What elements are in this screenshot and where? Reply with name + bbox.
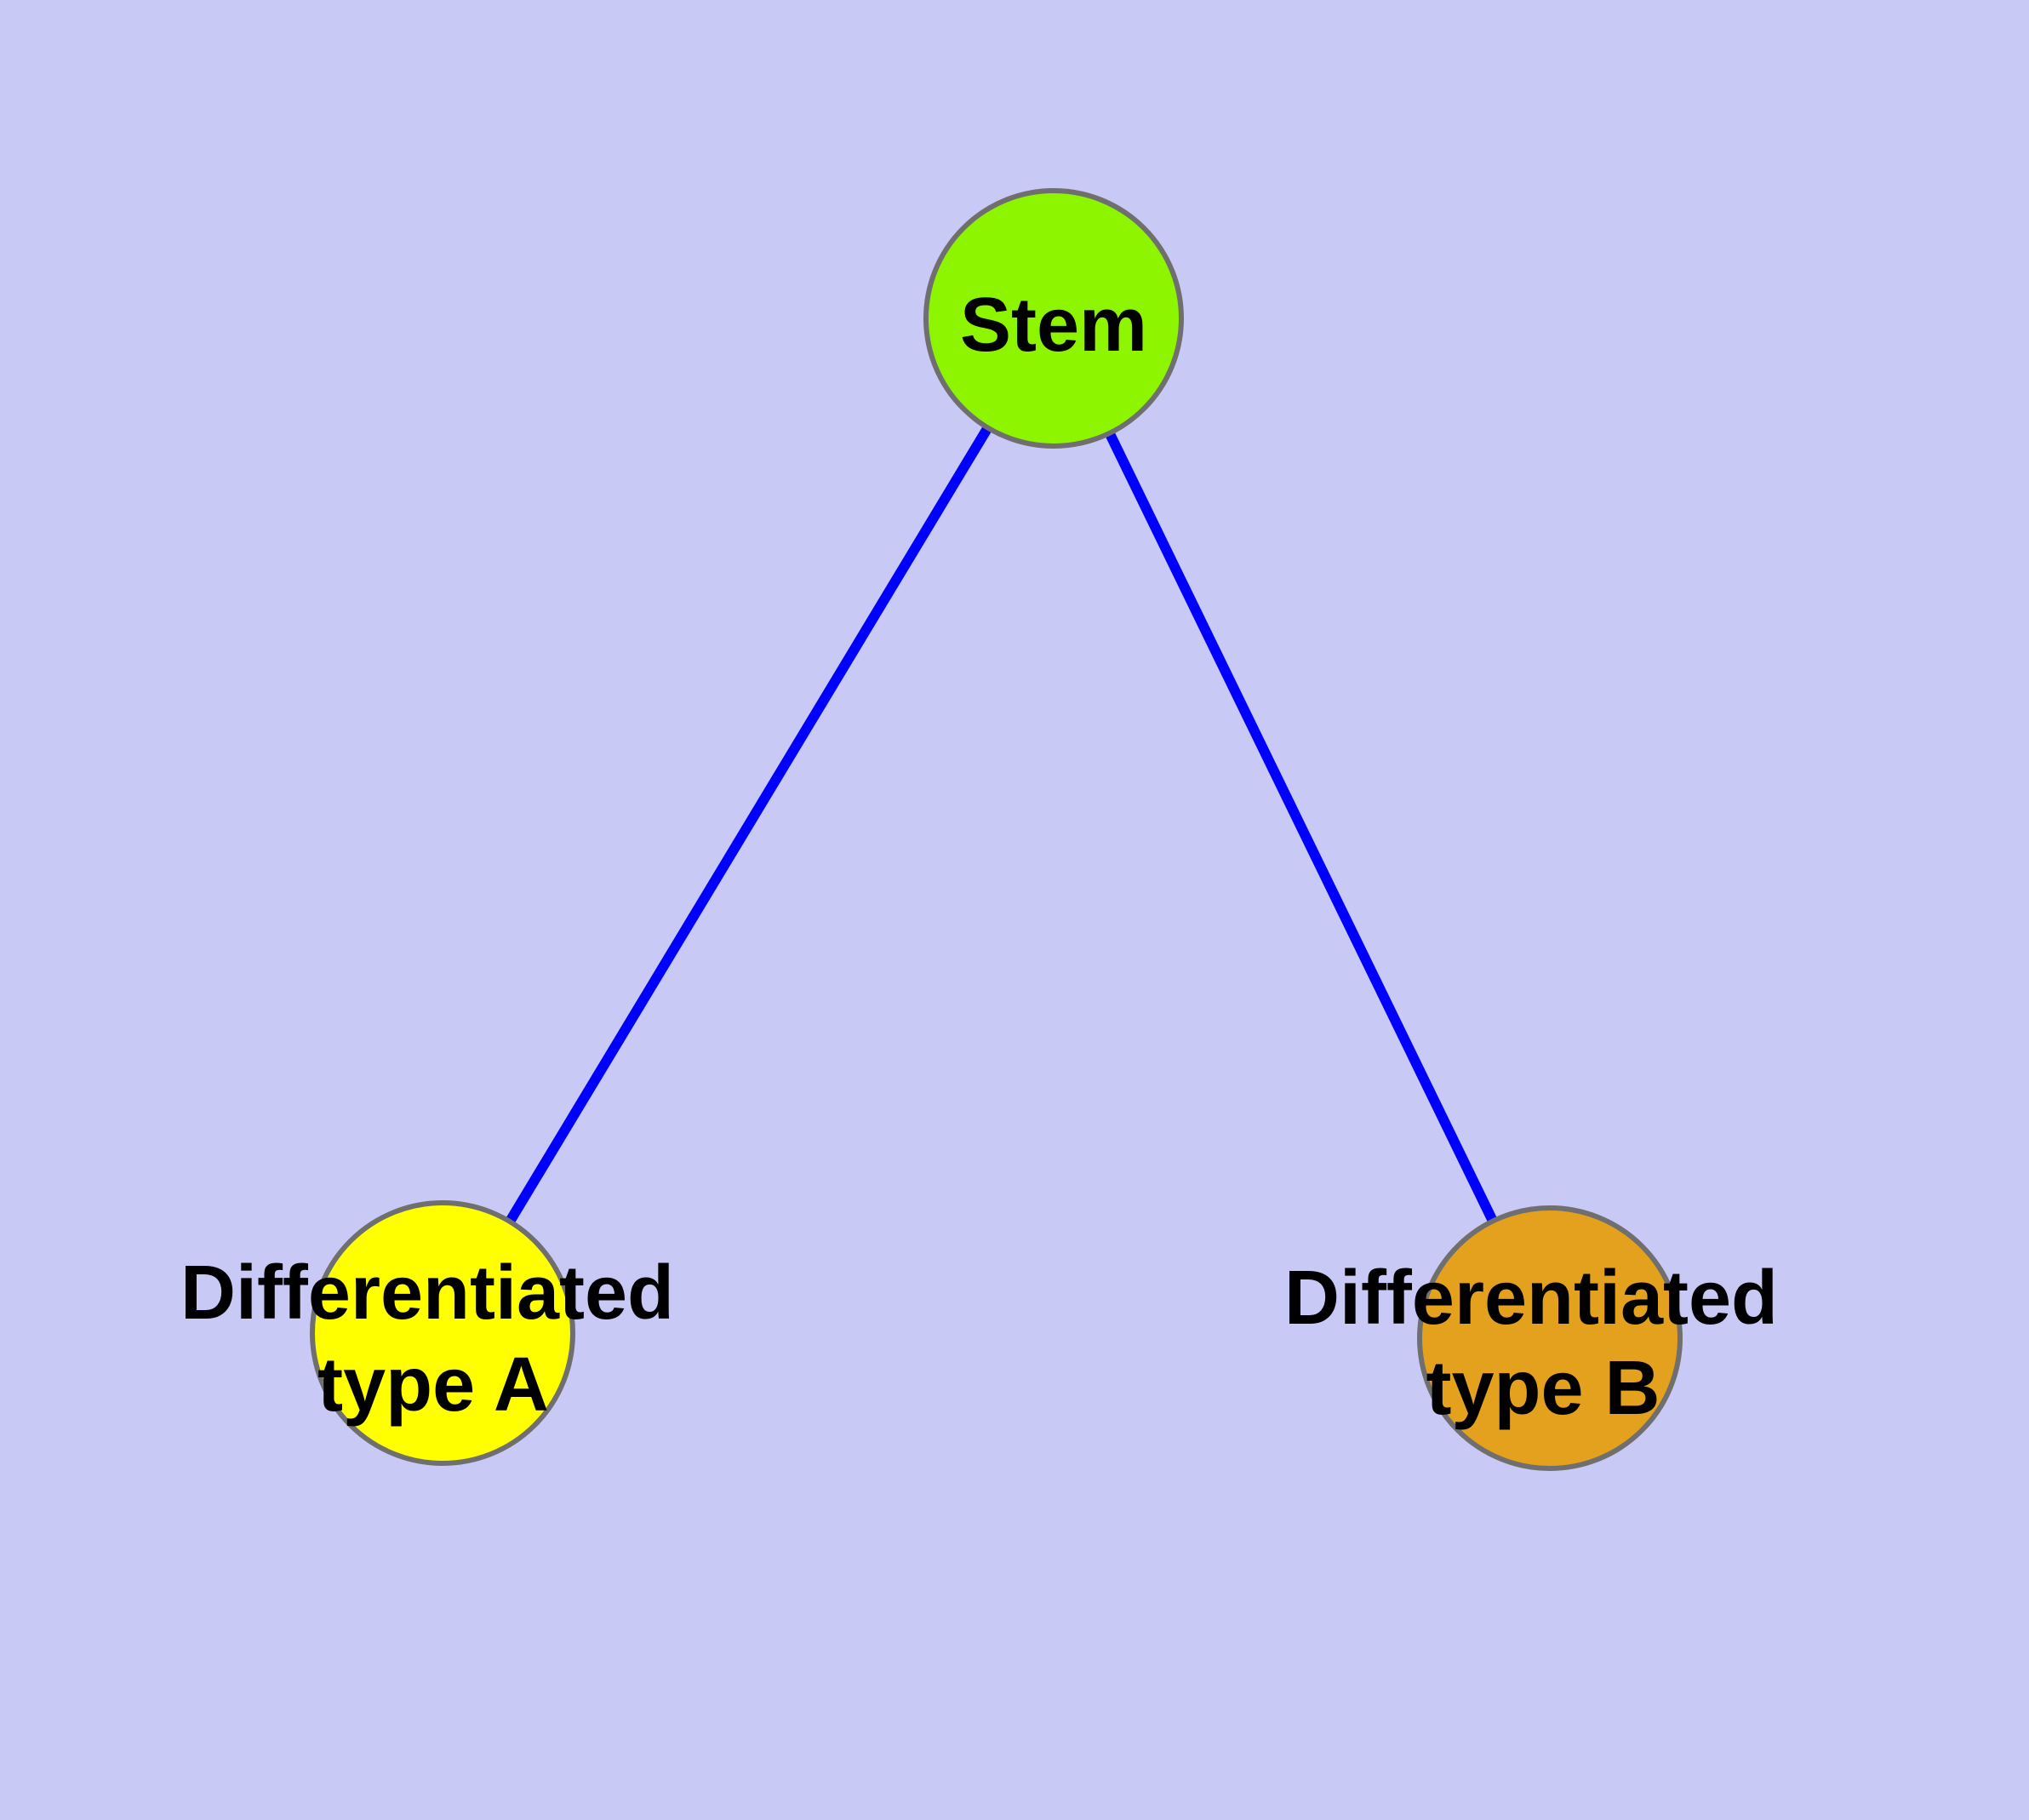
edge-stem-to-type-a xyxy=(437,313,1059,1338)
node-differentiated-type-b-circle xyxy=(1417,1205,1683,1471)
node-stem-circle xyxy=(923,188,1184,449)
node-differentiated-type-a-circle xyxy=(310,1200,575,1466)
node-differentiated-type-a-label-line1: Differentiated xyxy=(180,1251,674,1336)
edge-stem-to-type-b xyxy=(1049,313,1555,1343)
node-stem-label: Stem xyxy=(960,283,1147,368)
node-differentiated-type-a-label-line2: type A xyxy=(317,1342,549,1428)
node-differentiated-type-b-label-line2: type B xyxy=(1426,1346,1660,1431)
node-differentiated-type-b-label-line1: Differentiated xyxy=(1284,1256,1778,1341)
